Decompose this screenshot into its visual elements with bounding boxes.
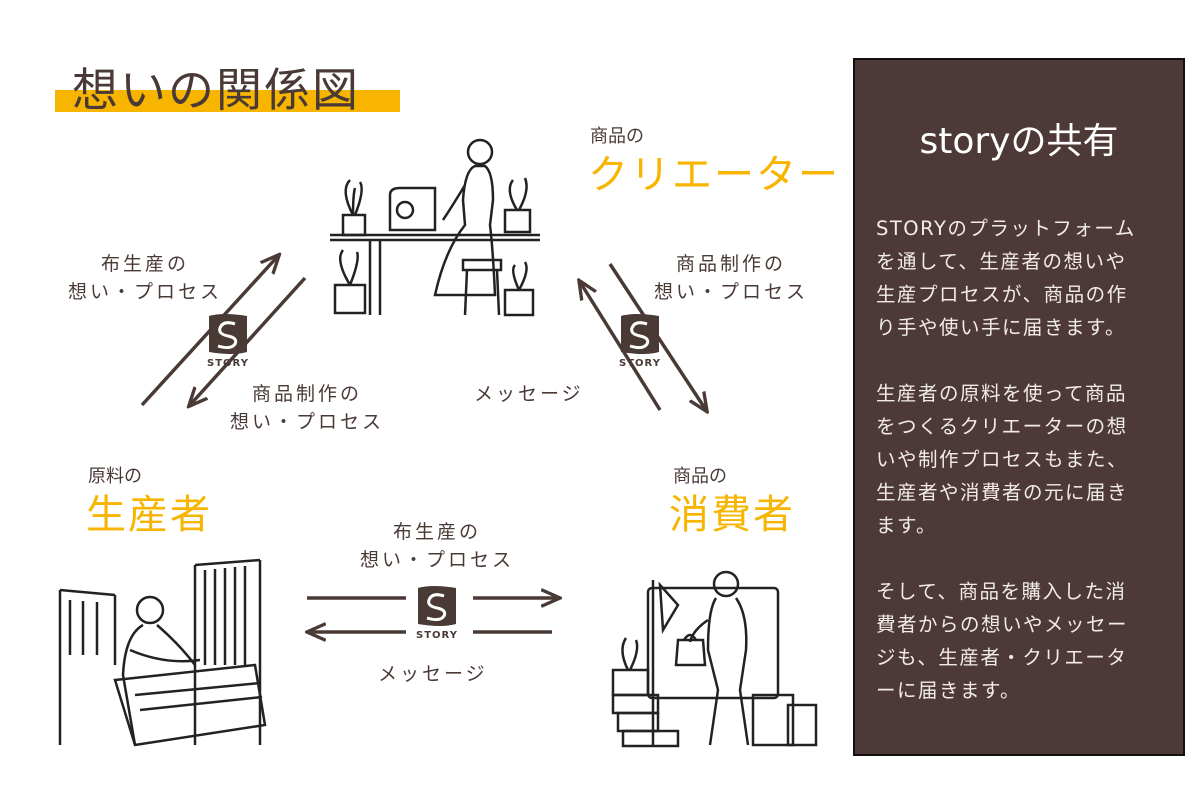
label-line: 布生産の — [100, 253, 189, 275]
producer-sub: 原料の — [88, 466, 142, 487]
creator-sub: 商品の — [590, 126, 644, 147]
story-logo-left: STORY — [203, 312, 258, 369]
label-line: 商品制作の — [675, 253, 786, 275]
arrow-creator-to-producer — [190, 276, 307, 405]
story-logo-text: STORY — [619, 358, 661, 369]
story-logo-text: STORY — [416, 630, 458, 641]
story-logo-right: STORY — [615, 312, 670, 369]
page-title: 想いの関係図 — [72, 63, 360, 117]
panel-title: storyの共有 — [919, 121, 1119, 162]
label-bottom-upper: 布生産の 想い・プロセス — [352, 518, 522, 574]
story-logo-text: STORY — [207, 358, 249, 369]
creator-name: クリエーター — [588, 152, 840, 198]
label-right-message: メッセージ — [474, 383, 584, 405]
story-panel — [853, 58, 1185, 756]
label-right-upper: 商品制作の 想い・プロセス — [646, 250, 816, 306]
story-logo-icon — [209, 314, 247, 354]
label-line: 想い・プロセス — [653, 281, 808, 303]
producer-name: 生産者 — [86, 492, 212, 538]
label-left-upper: 布生産の 想い・プロセス — [60, 250, 230, 306]
label-bottom-message: メッセージ — [378, 663, 488, 685]
consumer-name: 消費者 — [669, 492, 795, 538]
label-left-lower: 商品制作の 想い・プロセス — [222, 380, 392, 436]
story-logo-bottom: STORY — [406, 584, 473, 641]
creator-illustration — [330, 138, 540, 317]
consumer-sub: 商品の — [673, 466, 727, 487]
arrow-consumer-to-creator — [580, 282, 662, 411]
label-line: 想い・プロセス — [67, 281, 222, 303]
consumer-illustration — [611, 570, 818, 748]
label-line: 想い・プロセス — [229, 411, 384, 433]
label-line: 想い・プロセス — [359, 549, 514, 571]
label-line: 商品制作の — [251, 383, 362, 405]
label-line: 布生産の — [392, 521, 481, 543]
producer-illustration — [58, 558, 267, 747]
story-logo-icon — [418, 586, 456, 626]
panel-text: STORYのプラットフォーム を通して、生産者の想いや 生産プロセスが、商品の作… — [876, 217, 1136, 702]
title-highlight — [55, 90, 400, 112]
story-logo-icon — [621, 314, 659, 354]
